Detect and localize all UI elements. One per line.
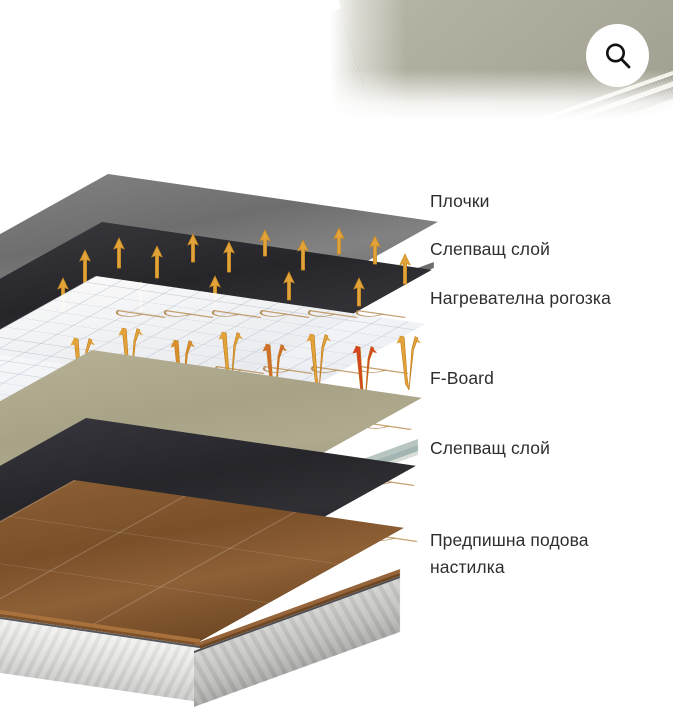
label-layer-3: Нагревателна рогозка <box>430 288 611 308</box>
heat-arrow-up <box>150 245 164 279</box>
heat-arrow-up <box>258 229 272 257</box>
label-layer-6: Предпишна подова настилка <box>430 530 589 578</box>
heat-arrow-reflected <box>396 335 422 391</box>
heat-arrow-up <box>398 253 412 285</box>
heat-arrow-up <box>222 241 236 273</box>
heat-arrow-up <box>296 239 310 271</box>
heat-arrow-reflected <box>306 333 332 391</box>
label-layer-4: F-Board <box>430 368 494 388</box>
heat-arrow-up <box>368 235 382 265</box>
exploded-layer-diagram <box>0 150 438 707</box>
zoom-button[interactable] <box>586 24 649 87</box>
search-icon <box>602 40 634 72</box>
heat-arrow-up <box>186 233 200 263</box>
heat-arrow-up <box>282 271 296 301</box>
heat-arrow-up <box>332 227 346 255</box>
heat-arrow-up <box>352 277 366 307</box>
label-layer-5: Слепващ слой <box>430 438 551 458</box>
heat-arrow-up <box>112 237 126 269</box>
label-layer-1: Плочки <box>430 191 490 211</box>
layer-label-column: Плочки Слепващ слой Нагревателна рогозка… <box>430 0 673 699</box>
label-layer-2: Слепващ слой <box>430 239 551 259</box>
